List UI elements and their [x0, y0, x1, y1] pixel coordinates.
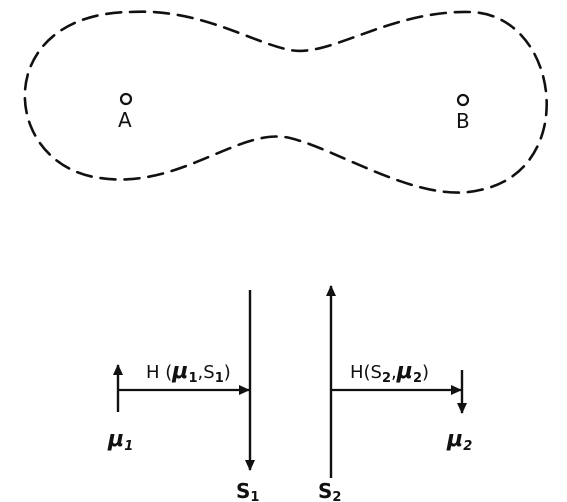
dashed-region-boundary — [23, 10, 548, 194]
h-s2-mu2-label: H(S2,μ2) — [350, 359, 429, 386]
mu2-label: μ2 — [446, 427, 472, 454]
s1-label: S1 — [236, 479, 259, 502]
point-a-label: A — [118, 108, 132, 132]
h-mu1-s1-label: H (μ1,S1) — [146, 359, 231, 386]
s2-label: S2 — [318, 479, 341, 502]
mu1-label: μ1 — [107, 427, 133, 454]
point-b-label: B — [456, 109, 470, 133]
point-a-marker — [119, 92, 133, 106]
point-b-marker — [456, 93, 470, 107]
